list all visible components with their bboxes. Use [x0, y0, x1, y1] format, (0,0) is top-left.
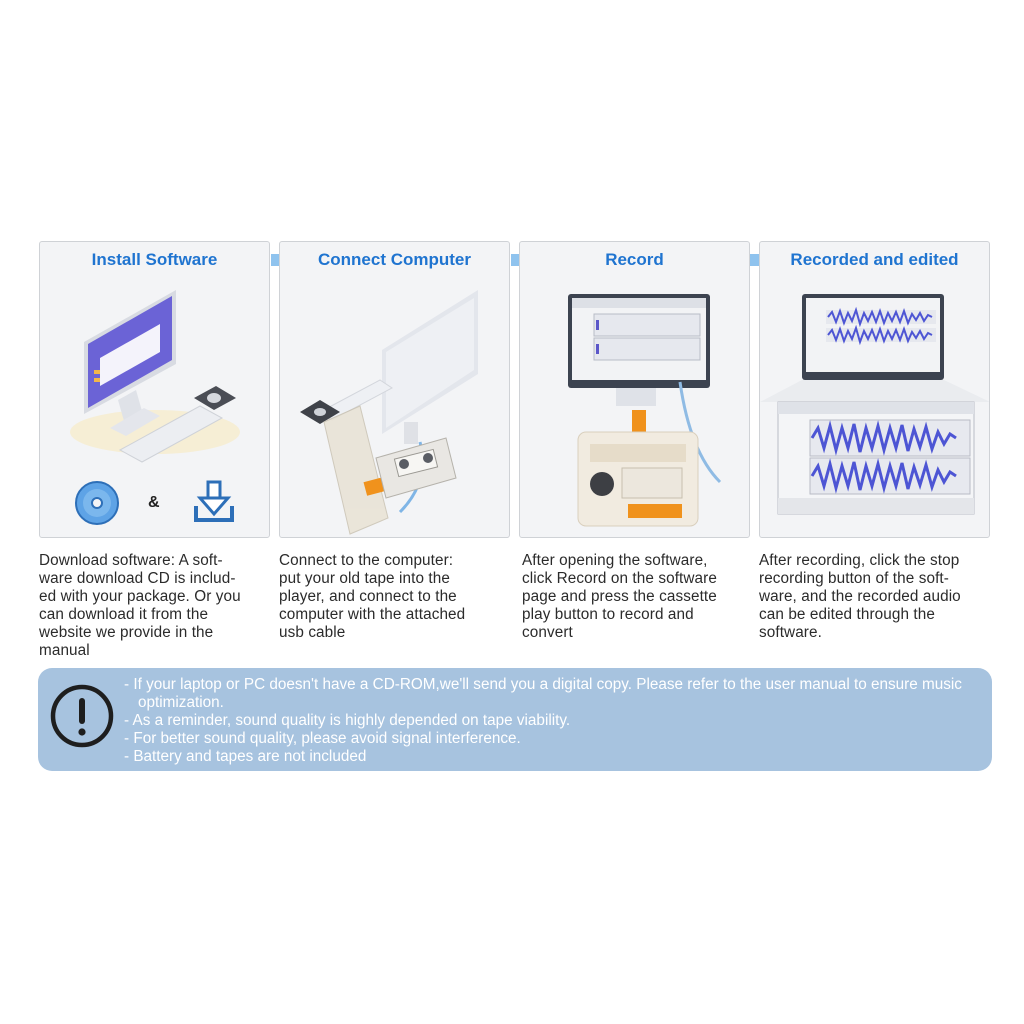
step-panel-connect-computer: Connect Computer	[279, 241, 510, 538]
step-title: Install Software	[91, 250, 218, 269]
recording-software-illustration	[568, 294, 722, 527]
step-title: Connect Computer	[318, 250, 471, 269]
step-description: Connect to the computer: put your old ta…	[279, 552, 466, 641]
notice-item: - As a reminder, sound quality is highly…	[124, 712, 571, 729]
step-description: After recording, click the stop recordin…	[759, 552, 961, 641]
step-title: Record	[605, 250, 664, 269]
cassette-player-illustration	[300, 290, 478, 535]
download-icon	[194, 480, 234, 522]
step-description: Download software: A soft- ware download…	[39, 552, 241, 659]
cd-icon	[75, 481, 119, 525]
step-panel-recorded-edited: Recorded and edited	[759, 241, 990, 538]
notice-item: - Battery and tapes are not included	[124, 748, 367, 765]
step-title: Recorded and edited	[790, 250, 959, 269]
notice-box: - If your laptop or PC doesn't have a CD…	[38, 668, 992, 771]
computer-illustration	[70, 290, 240, 463]
exclamation-circle-icon	[50, 684, 114, 748]
ampersand-label: &	[148, 494, 160, 511]
audio-editor-illustration	[760, 294, 989, 515]
step-panel-record: Record	[519, 241, 750, 538]
step-description: After opening the software, click Record…	[522, 552, 717, 641]
notice-list: - If your laptop or PC doesn't have a CD…	[124, 676, 984, 766]
notice-item: - For better sound quality, please avoid…	[124, 730, 521, 747]
step-panel-install-software: Install Software &	[39, 241, 270, 538]
notice-item: - If your laptop or PC doesn't have a CD…	[124, 676, 962, 711]
